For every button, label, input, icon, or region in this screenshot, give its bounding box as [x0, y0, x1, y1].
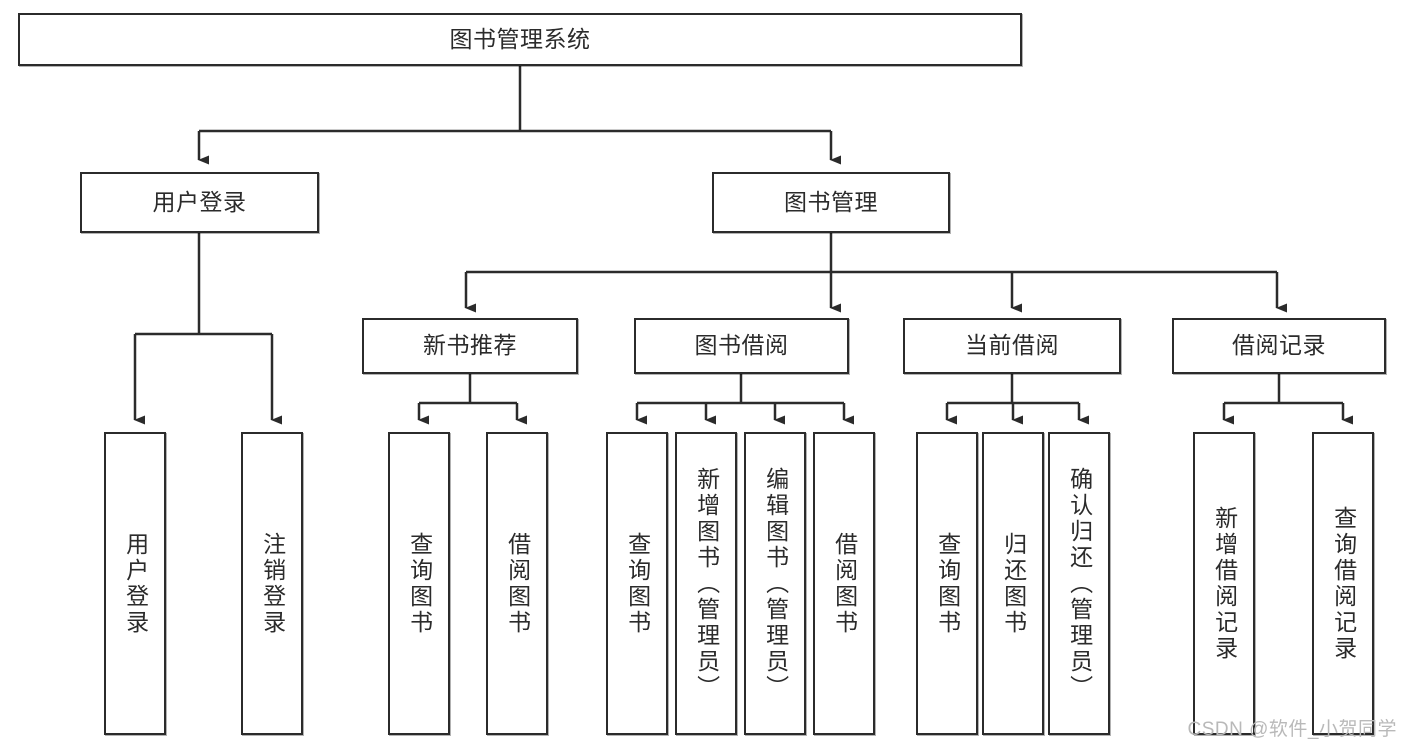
watermark-text: CSDN @软件_小贺同学 [1187, 719, 1397, 740]
leaf-borrow-book-1[interactable]: 借阅图书 [486, 432, 548, 735]
leaf-query-book-2[interactable]: 查询图书 [606, 432, 668, 735]
node-label: 用户登录 [152, 188, 247, 215]
node-root-system[interactable]: 图书管理系统 [18, 13, 1022, 66]
leaf-add-record[interactable]: 新增借阅记录 [1193, 432, 1255, 735]
leaf-return-book[interactable]: 归还图书 [982, 432, 1044, 735]
node-label: 图书管理系统 [449, 25, 591, 52]
node-label: 用户登录 [122, 531, 149, 636]
leaf-edit-book[interactable]: 编辑图书（管理员） [744, 432, 806, 735]
node-label: 图书管理 [784, 188, 878, 215]
node-label: 新增图书（管理员） [693, 466, 720, 701]
node-book-borrow[interactable]: 图书借阅 [634, 318, 849, 374]
leaf-query-book-3[interactable]: 查询图书 [916, 432, 978, 735]
node-label: 查询借阅记录 [1330, 505, 1357, 662]
node-label: 当前借阅 [965, 332, 1059, 359]
node-label: 查询图书 [406, 531, 433, 636]
leaf-query-book-1[interactable]: 查询图书 [388, 432, 450, 735]
leaf-logout[interactable]: 注销登录 [241, 432, 303, 735]
node-label: 借阅图书 [504, 531, 531, 636]
node-label: 借阅记录 [1232, 332, 1326, 359]
node-label: 编辑图书（管理员） [762, 466, 789, 701]
node-borrow-record[interactable]: 借阅记录 [1172, 318, 1386, 374]
node-current-borrow[interactable]: 当前借阅 [903, 318, 1121, 374]
node-new-book-rec[interactable]: 新书推荐 [362, 318, 578, 374]
leaf-borrow-book-2[interactable]: 借阅图书 [813, 432, 875, 735]
leaf-user-login[interactable]: 用户登录 [104, 432, 166, 735]
leaf-add-book[interactable]: 新增图书（管理员） [675, 432, 737, 735]
node-label: 归还图书 [1000, 531, 1027, 636]
leaf-query-record[interactable]: 查询借阅记录 [1312, 432, 1374, 735]
node-label: 借阅图书 [831, 531, 858, 636]
node-user-login[interactable]: 用户登录 [80, 172, 319, 233]
leaf-confirm-return[interactable]: 确认归还（管理员） [1048, 432, 1110, 735]
node-book-manage[interactable]: 图书管理 [712, 172, 950, 233]
node-label: 查询图书 [624, 531, 651, 636]
node-label: 图书借阅 [694, 332, 789, 359]
node-label: 注销登录 [259, 531, 286, 636]
node-label: 查询图书 [934, 531, 961, 636]
node-label: 新增借阅记录 [1211, 505, 1238, 662]
node-label: 确认归还（管理员） [1066, 466, 1093, 701]
node-label: 新书推荐 [423, 332, 517, 359]
